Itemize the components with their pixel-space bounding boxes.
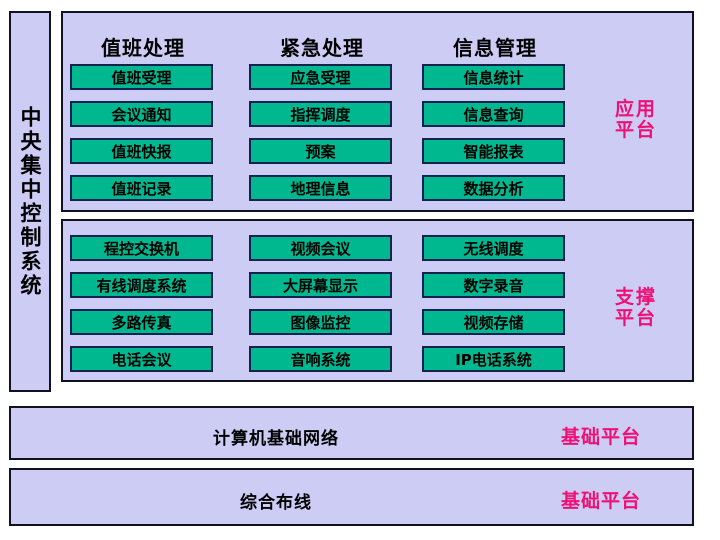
application-platform-tag-line2: 平台 xyxy=(614,119,657,142)
column-header-emergency-handling: 紧急处理 xyxy=(280,36,364,60)
integrated-cabling-platform-tag: 基础平台 xyxy=(560,490,641,512)
column-header-duty-handling: 值班处理 xyxy=(101,36,185,60)
support-platform-tag-line1: 支撑 xyxy=(614,286,657,308)
module-meeting-notice[interactable]: 会议通知 xyxy=(70,101,213,127)
computer-network-platform-tag: 基础平台 xyxy=(560,426,641,448)
central-control-system-sidebar: 中央集中控制系统 xyxy=(9,11,51,392)
support-platform-tag-line2: 平台 xyxy=(614,307,657,330)
module-wireless-dispatch[interactable]: 无线调度 xyxy=(422,235,565,261)
integrated-cabling-title: 综合布线 xyxy=(240,493,312,513)
support-platform-tag: 支撑 平台 xyxy=(583,286,689,330)
support-platform-panel: 程控交换机 有线调度系统 多路传真 电话会议 视频会议 大屏幕显示 图像监控 音… xyxy=(61,219,694,382)
module-wired-dispatch-system[interactable]: 有线调度系统 xyxy=(70,272,213,298)
application-platform-tag: 应用 平台 xyxy=(583,98,689,142)
module-digital-recording[interactable]: 数字录音 xyxy=(422,272,565,298)
integrated-cabling-bar: 综合布线 基础平台 xyxy=(9,468,694,526)
module-contingency-plan[interactable]: 预案 xyxy=(249,138,392,164)
module-information-query[interactable]: 信息查询 xyxy=(422,101,565,127)
column-header-information-management: 信息管理 xyxy=(453,36,537,60)
module-smart-report[interactable]: 智能报表 xyxy=(422,138,565,164)
module-ip-telephone-system[interactable]: IP电话系统 xyxy=(422,346,565,372)
module-multichannel-fax[interactable]: 多路传真 xyxy=(70,309,213,335)
module-program-controlled-switch[interactable]: 程控交换机 xyxy=(70,235,213,261)
module-data-analysis[interactable]: 数据分析 xyxy=(422,175,565,201)
module-duty-record[interactable]: 值班记录 xyxy=(70,175,213,201)
module-image-monitoring[interactable]: 图像监控 xyxy=(249,309,392,335)
module-video-conference[interactable]: 视频会议 xyxy=(249,235,392,261)
module-large-screen-display[interactable]: 大屏幕显示 xyxy=(249,272,392,298)
module-duty-bulletin[interactable]: 值班快报 xyxy=(70,138,213,164)
module-command-dispatch[interactable]: 指挥调度 xyxy=(249,101,392,127)
module-video-storage[interactable]: 视频存储 xyxy=(422,309,565,335)
module-emergency-acceptance[interactable]: 应急受理 xyxy=(249,64,392,90)
computer-network-title: 计算机基础网络 xyxy=(213,429,339,449)
module-audio-system[interactable]: 音响系统 xyxy=(249,346,392,372)
module-telephone-conference[interactable]: 电话会议 xyxy=(70,346,213,372)
module-information-statistics[interactable]: 信息统计 xyxy=(422,64,565,90)
sidebar-label: 中央集中控制系统 xyxy=(18,105,43,298)
module-geographic-information[interactable]: 地理信息 xyxy=(249,175,392,201)
computer-network-bar: 计算机基础网络 基础平台 xyxy=(9,406,694,460)
application-platform-panel: 值班处理 紧急处理 信息管理 值班受理 会议通知 值班快报 值班记录 应急受理 … xyxy=(61,11,694,212)
module-duty-acceptance[interactable]: 值班受理 xyxy=(70,64,213,90)
application-platform-tag-line1: 应用 xyxy=(614,98,657,120)
